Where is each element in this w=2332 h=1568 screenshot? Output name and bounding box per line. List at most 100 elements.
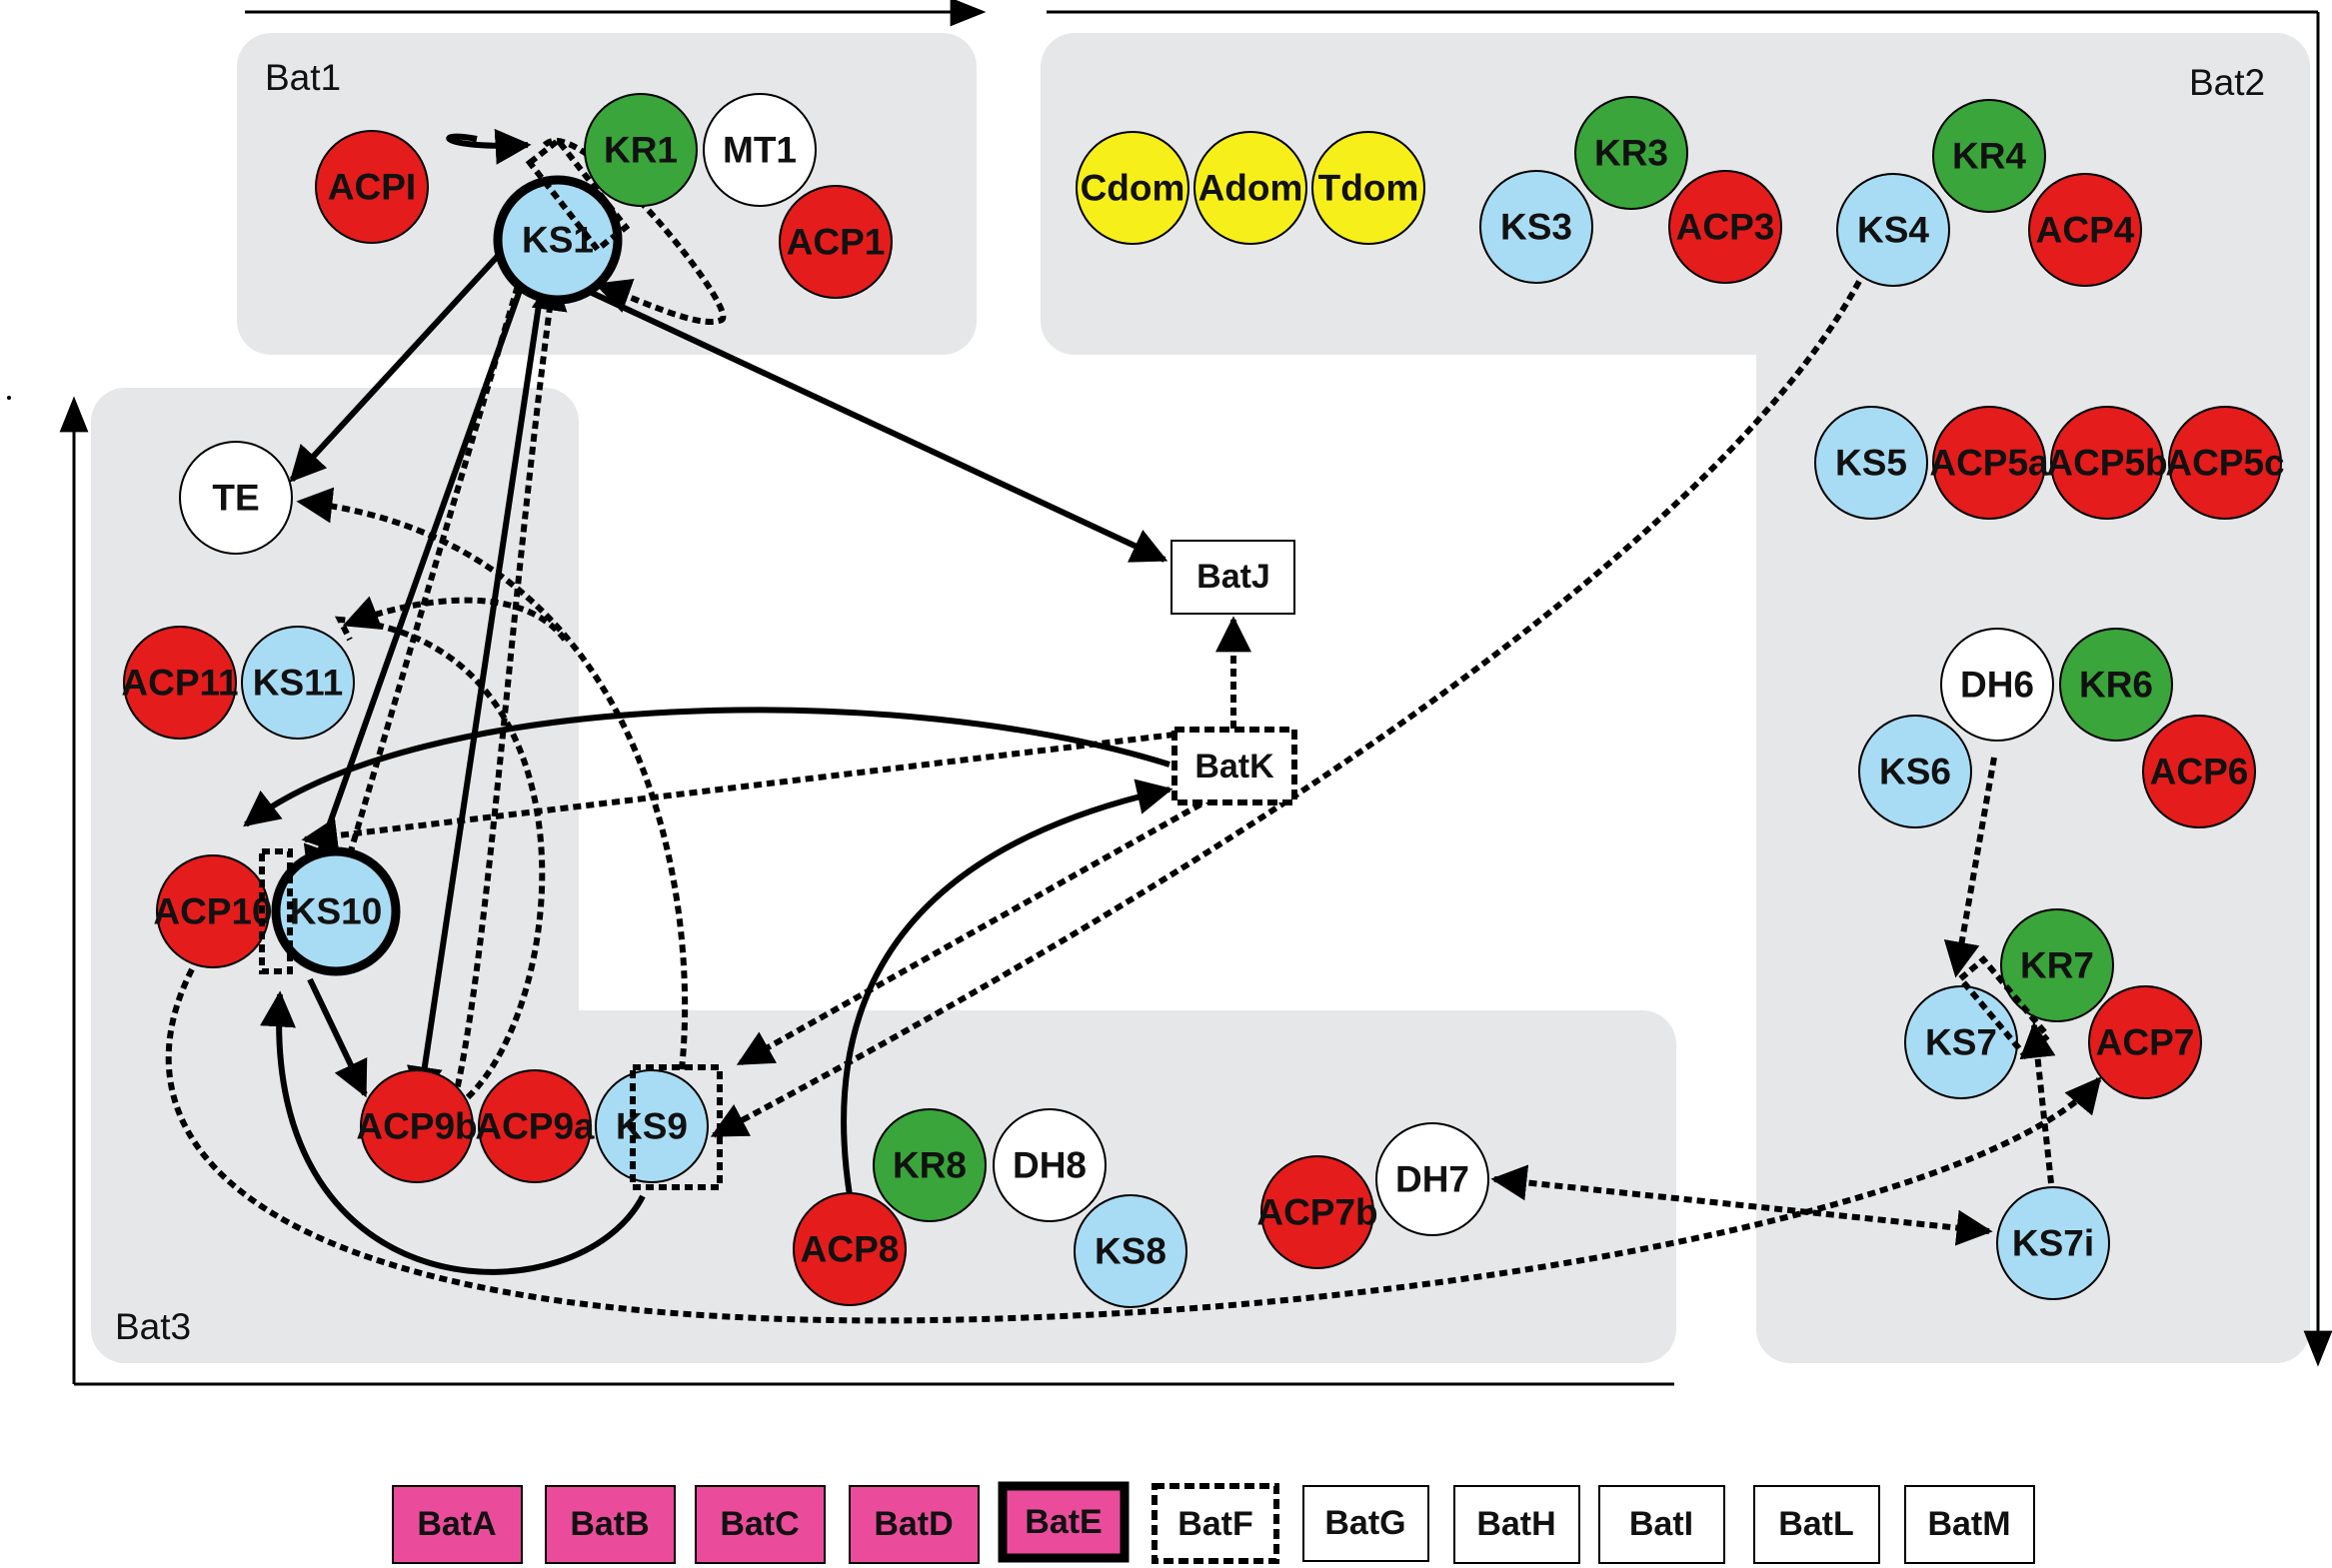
box-label: BatJ (1196, 558, 1270, 596)
node-label: KS9 (616, 1106, 688, 1147)
node-Tdom: Tdom (1311, 131, 1425, 245)
node-label: ACP6 (2150, 752, 2249, 792)
node-label: KS7i (2012, 1223, 2094, 1264)
connectors (165, 128, 2102, 1324)
node-label: ACP7b (1256, 1192, 1377, 1233)
legend-label: BatD (874, 1505, 953, 1543)
legend-label: BatI (1629, 1505, 1693, 1543)
node-KS5: KS5 (1814, 406, 1928, 520)
legend-label: BatL (1778, 1505, 1854, 1543)
node-label: ACP7 (2096, 1022, 2195, 1063)
node-DH8: DH8 (993, 1108, 1107, 1222)
node-ACP9b: ACP9b (356, 1069, 478, 1183)
node-label: ACP1 (787, 222, 886, 263)
legend-item-BatF: BatF (1152, 1483, 1279, 1564)
legend-label: BatA (417, 1505, 496, 1543)
frame-arrows (59, 0, 2332, 1386)
legend-label: BatH (1476, 1505, 1555, 1543)
legend-item-BatE: BatE (998, 1481, 1130, 1563)
node-Cdom: Cdom (1076, 131, 1189, 245)
node-ACP5b: ACP5b (2046, 406, 2168, 520)
node-KR4: KR4 (1932, 99, 2046, 213)
node-label: KR1 (604, 130, 678, 171)
node-label: KS8 (1095, 1231, 1166, 1272)
node-label: KS7 (1925, 1022, 1997, 1063)
batf-marker-ks7-kr7 (1956, 954, 2052, 1060)
batf-marker-ks9 (630, 1064, 723, 1190)
node-ACP6: ACP6 (2142, 715, 2256, 828)
node-MT1: MT1 (703, 93, 817, 207)
node-label: KR3 (1594, 133, 1668, 174)
node-label: KR4 (1952, 136, 2026, 177)
node-KR8: KR8 (873, 1108, 987, 1222)
node-label: MT1 (723, 130, 797, 171)
node-label: Adom (1198, 168, 1303, 209)
node-KS4: KS4 (1836, 173, 1950, 287)
stray-dot (7, 396, 11, 400)
region-label-bat1: Bat1 (265, 57, 341, 98)
node-label: KS11 (253, 663, 344, 704)
node-label: ACP9b (356, 1106, 477, 1147)
node-KS1: KS1 (493, 175, 623, 305)
node-label: KS10 (290, 891, 383, 932)
node-KS10: KS10 (271, 846, 401, 976)
region-label-bat3: Bat3 (115, 1306, 191, 1347)
node-KR3: KR3 (1574, 96, 1688, 210)
legend-item-BatB: BatB (545, 1485, 676, 1564)
node-KS9: KS9 (595, 1069, 709, 1183)
node-label: ACP9a (475, 1106, 595, 1147)
node-ACP9a: ACP9a (475, 1069, 595, 1183)
node-label: KS1 (522, 220, 594, 261)
node-label: ACP10 (153, 891, 272, 932)
legend-item-BatI: BatI (1598, 1485, 1725, 1564)
legend-item-BatM: BatM (1904, 1485, 2035, 1564)
node-ACPI: ACPI (315, 130, 429, 244)
node-TE: TE (179, 441, 293, 555)
node-label: TE (212, 478, 259, 519)
batf-marker-ks1-kr1 (525, 136, 631, 254)
node-KR6: KR6 (2059, 628, 2173, 742)
legend-label: BatG (1324, 1504, 1405, 1542)
node-label: ACP11 (121, 663, 238, 704)
node-ACP4: ACP4 (2028, 173, 2142, 287)
node-ACP7: ACP7 (2088, 985, 2202, 1099)
node-KS7: KS7 (1904, 985, 2018, 1099)
node-ACP5a: ACP5a (1929, 406, 2049, 520)
legend-item-BatG: BatG (1302, 1485, 1429, 1562)
node-label: Cdom (1081, 168, 1185, 209)
node-label: ACP8 (801, 1229, 900, 1270)
node-KS6: KS6 (1858, 715, 1972, 828)
node-ACP11: ACP11 (121, 626, 239, 740)
node-label: ACP5c (2165, 443, 2284, 484)
region-label-bat2: Bat2 (2189, 62, 2265, 103)
node-ACP7b: ACP7b (1256, 1155, 1378, 1269)
node-label: ACP5b (2046, 443, 2167, 484)
node-label: ACP3 (1676, 207, 1775, 248)
node-KS8: KS8 (1074, 1194, 1187, 1308)
node-ACP10: ACP10 (153, 854, 273, 968)
box-BatJ: BatJ (1170, 540, 1295, 615)
box-BatK: BatK (1171, 727, 1297, 805)
legend-label: BatC (720, 1505, 799, 1543)
legend-item-BatA: BatA (392, 1485, 523, 1564)
node-label: KR7 (2020, 945, 2094, 986)
legend-label: BatB (570, 1505, 649, 1543)
node-KS7i: KS7i (1996, 1186, 2110, 1300)
node-label: KR6 (2079, 665, 2153, 706)
legend-label: BatF (1177, 1505, 1253, 1543)
node-DH6: DH6 (1940, 628, 2054, 742)
node-ACP1: ACP1 (779, 185, 893, 299)
node-label: KS3 (1500, 207, 1572, 248)
node-label: DH6 (1960, 665, 2034, 706)
node-KR7: KR7 (2000, 908, 2114, 1022)
node-label: KS4 (1857, 210, 1929, 251)
node-DH7: DH7 (1375, 1122, 1489, 1236)
node-label: KR8 (893, 1145, 967, 1186)
legend-item-BatC: BatC (695, 1485, 826, 1564)
node-label: ACPI (328, 167, 416, 208)
node-KS11: KS11 (241, 626, 355, 740)
node-ACP8: ACP8 (793, 1192, 907, 1306)
node-KS3: KS3 (1479, 170, 1593, 284)
box-label: BatK (1194, 748, 1274, 785)
